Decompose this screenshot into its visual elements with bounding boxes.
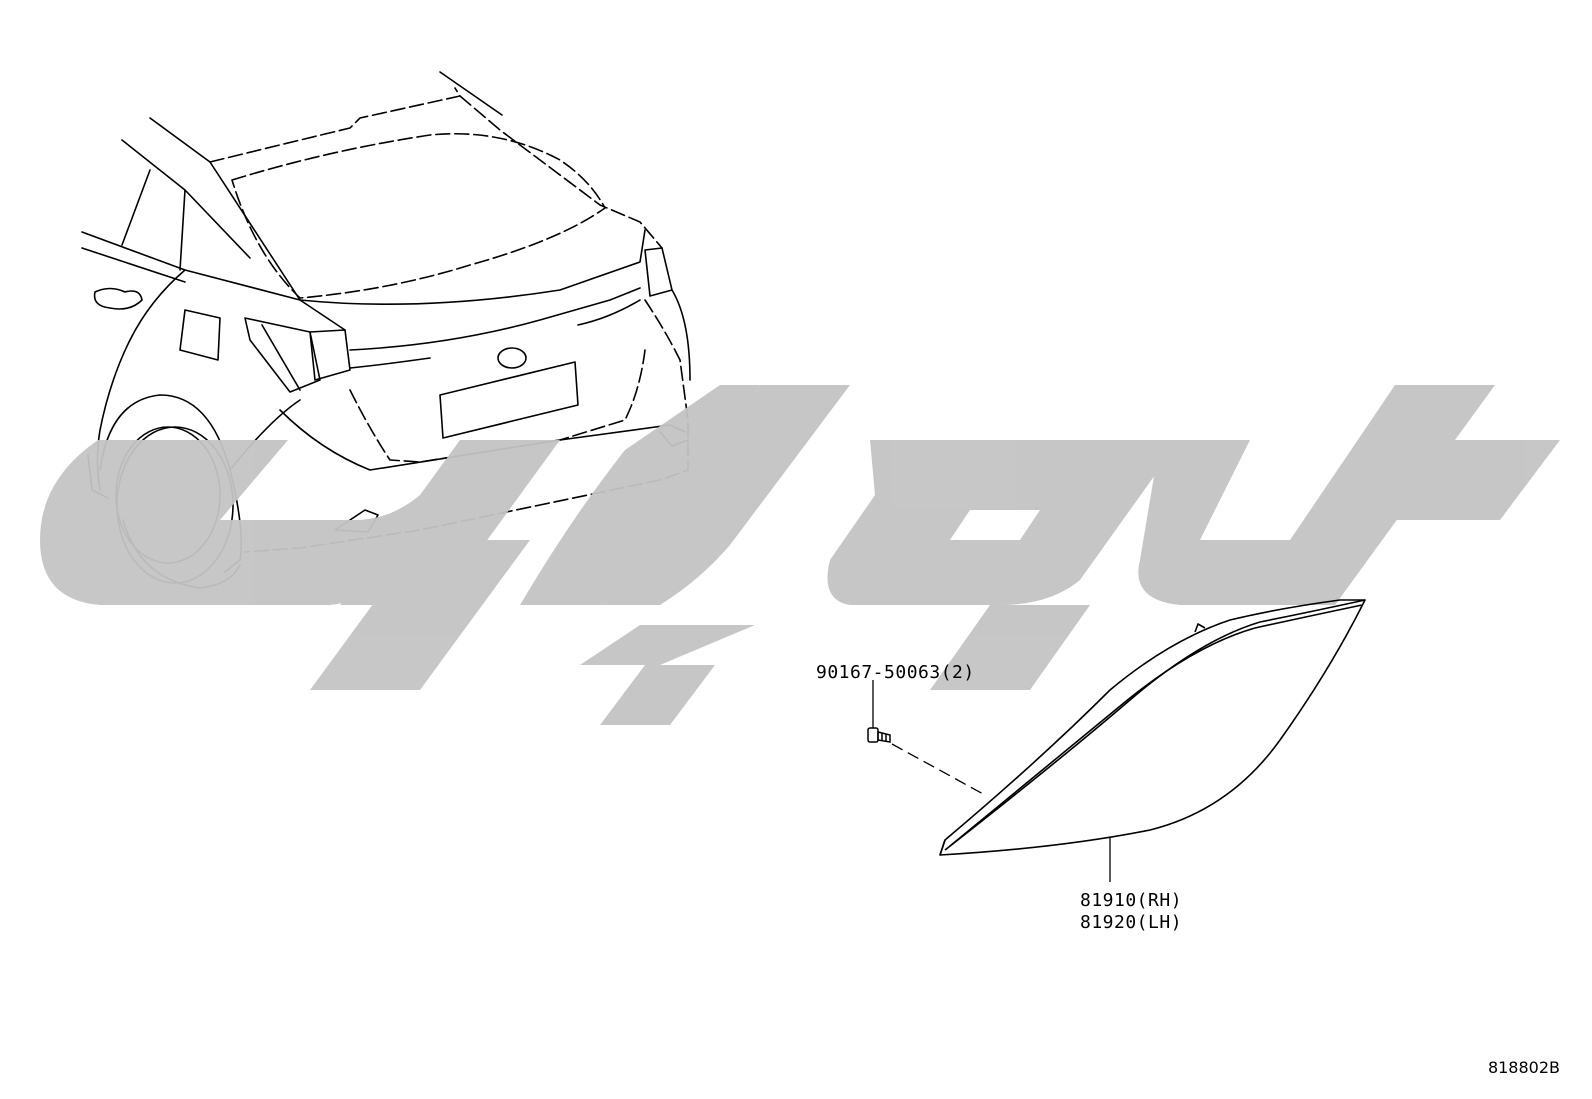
- watermark-logo: [40, 385, 1560, 725]
- bolt-part-number: 90167-50063(2): [816, 662, 975, 683]
- lamp-rh-part-number: 81910(RH): [1080, 890, 1183, 911]
- lamp-lh-part-number: 81920(LH): [1080, 912, 1183, 933]
- car-rear-illustration: [81, 71, 691, 589]
- rear-lamp-part: [939, 599, 1366, 856]
- bolt-part: [867, 727, 891, 743]
- bolt-to-lamp-dashed-line: [891, 743, 986, 796]
- leader-lines: [872, 680, 1111, 882]
- diagram-id: 818802B: [1487, 1058, 1560, 1077]
